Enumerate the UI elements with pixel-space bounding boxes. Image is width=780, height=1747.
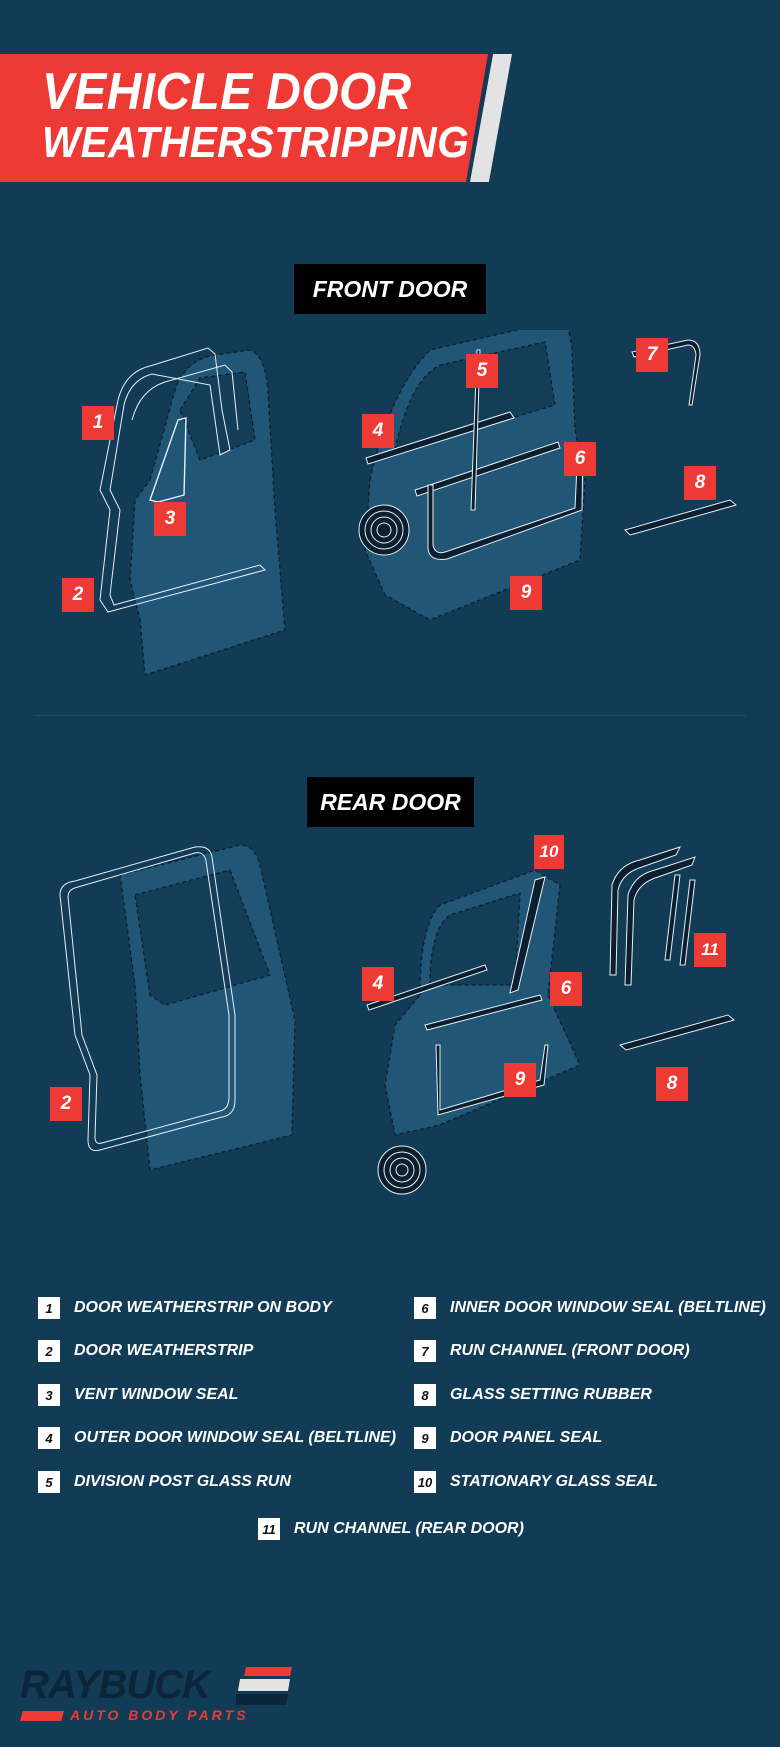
legend-number: 4 bbox=[38, 1427, 60, 1449]
legend-label: DOOR PANEL SEAL bbox=[450, 1429, 603, 1446]
legend-number: 2 bbox=[38, 1340, 60, 1362]
title-banner: VEHICLE DOOR WEATHERSTRIPPING bbox=[0, 54, 512, 182]
legend-label: DIVISION POST GLASS RUN bbox=[74, 1473, 291, 1490]
marker-9: 9 bbox=[510, 576, 542, 610]
marker-9: 9 bbox=[504, 1063, 536, 1097]
title-line-1: VEHICLE DOOR bbox=[42, 63, 412, 121]
title-line-2: WEATHERSTRIPPING bbox=[42, 118, 470, 167]
legend-label: INNER DOOR WINDOW SEAL (BELTLINE) bbox=[450, 1299, 766, 1316]
legend-number: 3 bbox=[38, 1384, 60, 1406]
rear-door-diagram: 2 4 6 8 9 10 11 bbox=[0, 835, 780, 1205]
front-door-illustration bbox=[99, 319, 738, 676]
marker-6: 6 bbox=[550, 972, 582, 1006]
marker-3: 3 bbox=[154, 502, 186, 536]
rear-door-label: REAR DOOR bbox=[307, 777, 474, 827]
legend-number: 8 bbox=[414, 1384, 436, 1406]
marker-2: 2 bbox=[62, 578, 94, 612]
legend-number: 6 bbox=[414, 1297, 436, 1319]
legend-item: 3 VENT WINDOW SEAL bbox=[38, 1382, 238, 1408]
legend-number: 7 bbox=[414, 1340, 436, 1362]
legend-label: STATIONARY GLASS SEAL bbox=[450, 1473, 658, 1490]
front-door-diagram: 1 2 3 4 5 6 7 8 9 bbox=[0, 319, 780, 690]
legend-number: 1 bbox=[38, 1297, 60, 1319]
marker-4: 4 bbox=[362, 967, 394, 1001]
legend-item: 8 GLASS SETTING RUBBER bbox=[414, 1382, 652, 1408]
logo-brand: RAYBUCK bbox=[20, 1663, 211, 1707]
legend-label: OUTER DOOR WINDOW SEAL (BELTLINE) bbox=[74, 1429, 397, 1446]
raybuck-logo: RAYBUCK AUTO BODY PARTS bbox=[18, 1663, 292, 1725]
legend-number: 5 bbox=[38, 1471, 60, 1493]
logo-red-bar bbox=[20, 1711, 64, 1721]
marker-2: 2 bbox=[50, 1087, 82, 1121]
banner-red-shape bbox=[0, 54, 488, 182]
legend-number: 10 bbox=[414, 1471, 436, 1493]
legend-label: DOOR WEATHERSTRIP bbox=[74, 1342, 254, 1359]
front-door-label: FRONT DOOR bbox=[294, 264, 486, 314]
logo-flag-icon bbox=[236, 1667, 292, 1705]
legend-label: VENT WINDOW SEAL bbox=[74, 1386, 239, 1403]
marker-8: 8 bbox=[656, 1067, 688, 1101]
legend-item: 2 DOOR WEATHERSTRIP bbox=[38, 1338, 253, 1364]
legend-label: DOOR WEATHERSTRIP ON BODY bbox=[74, 1299, 332, 1316]
legend-item: 9 DOOR PANEL SEAL bbox=[414, 1425, 602, 1451]
logo-tagline: AUTO BODY PARTS bbox=[70, 1707, 249, 1723]
marker-1: 1 bbox=[82, 406, 114, 440]
page-title: VEHICLE DOOR WEATHERSTRIPPING bbox=[42, 66, 469, 168]
marker-10: 10 bbox=[534, 835, 564, 869]
legend-number: 11 bbox=[258, 1518, 280, 1540]
marker-6: 6 bbox=[564, 442, 596, 476]
legend-label: GLASS SETTING RUBBER bbox=[450, 1386, 652, 1403]
legend-item: 5 DIVISION POST GLASS RUN bbox=[38, 1469, 291, 1495]
legend-label: RUN CHANNEL (FRONT DOOR) bbox=[450, 1342, 690, 1359]
legend-item: 6 INNER DOOR WINDOW SEAL (BELTLINE) bbox=[414, 1295, 766, 1321]
marker-4: 4 bbox=[362, 414, 394, 448]
legend-number: 9 bbox=[414, 1427, 436, 1449]
legend-item: 7 RUN CHANNEL (FRONT DOOR) bbox=[414, 1338, 690, 1364]
legend-label: RUN CHANNEL (REAR DOOR) bbox=[294, 1520, 524, 1537]
marker-5: 5 bbox=[466, 354, 498, 388]
legend-item: 11 RUN CHANNEL (REAR DOOR) bbox=[258, 1516, 524, 1542]
marker-8: 8 bbox=[684, 466, 716, 500]
legend-item: 4 OUTER DOOR WINDOW SEAL (BELTLINE) bbox=[38, 1425, 396, 1451]
legend-item: 1 DOOR WEATHERSTRIP ON BODY bbox=[38, 1295, 332, 1321]
marker-7: 7 bbox=[636, 338, 668, 372]
rear-door-illustration bbox=[59, 844, 736, 1195]
marker-11: 11 bbox=[694, 933, 726, 967]
legend-item: 10 STATIONARY GLASS SEAL bbox=[414, 1469, 658, 1495]
section-divider bbox=[36, 715, 746, 716]
